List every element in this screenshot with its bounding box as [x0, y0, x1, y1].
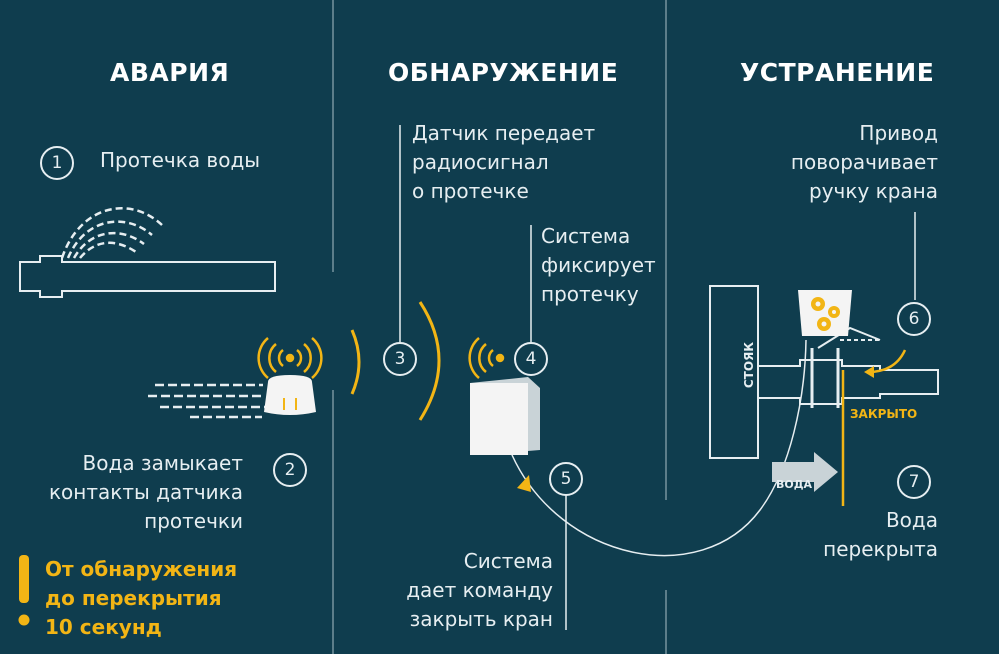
step-3-text: Датчик передает радиосигнал о протечке	[412, 121, 596, 203]
water-puddle-icon	[148, 383, 300, 419]
controller-box-icon	[468, 337, 540, 455]
water-label: ВОДА	[776, 478, 813, 491]
warning-text: От обнаружения до перекрытия 10 секунд	[45, 557, 238, 639]
sensor-body	[264, 375, 316, 415]
sensor-signal-icon	[257, 337, 323, 379]
water-spray-icon	[60, 207, 163, 259]
step-number-2: 2	[273, 453, 307, 487]
leaking-pipe-icon	[19, 207, 276, 298]
step-number-1: 1	[40, 146, 74, 180]
step-7-text: Вода перекрыта	[823, 508, 938, 561]
column-dividers	[332, 0, 667, 654]
valve-assembly-icon	[709, 285, 939, 459]
heading-elimination: УСТРАНЕНИЕ	[740, 58, 935, 87]
step-number-7: 7	[897, 465, 931, 499]
actuator-icon	[798, 290, 852, 336]
heading-detection: ОБНАРУЖЕНИЕ	[388, 58, 619, 87]
step-number-4: 4	[514, 342, 548, 376]
step-number-3: 3	[383, 342, 417, 376]
heading-accident: АВАРИЯ	[110, 58, 230, 87]
step-2-text: Вода замыкает контакты датчика протечки	[48, 451, 243, 533]
leak-sensor-icon	[148, 337, 323, 419]
step-number-5: 5	[549, 462, 583, 496]
step-1-text: Протечка воды	[100, 148, 261, 172]
riser-pipe	[709, 285, 759, 459]
step-6-text: Привод поворачивает ручку крана	[790, 121, 938, 203]
water-flow-arrow-icon	[772, 452, 838, 492]
pipe-outline	[19, 255, 276, 298]
arrow-head-icon	[517, 475, 531, 492]
step-4-text: Система фиксирует протечку	[541, 224, 656, 306]
command-arc	[511, 339, 807, 557]
step-number-6: 6	[897, 302, 931, 336]
exclamation-icon	[18, 555, 30, 626]
controller-signal-icon	[468, 337, 505, 379]
radio-wave-icon	[350, 301, 441, 421]
riser-label: СТОЯК	[742, 341, 757, 389]
step-5-text: Система дает команду закрыть кран	[406, 549, 553, 631]
closed-label: ЗАКРЫТО	[850, 407, 918, 421]
